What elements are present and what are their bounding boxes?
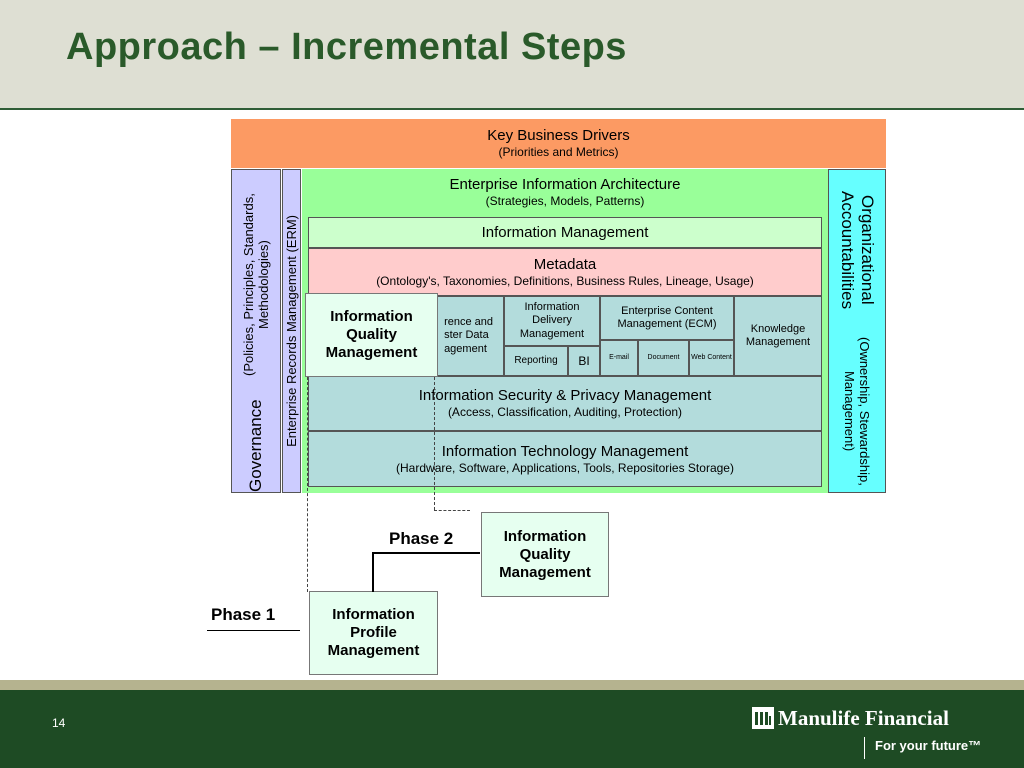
page-number: 14 [52,716,66,730]
eia-title: Enterprise Information Architecture [449,175,681,193]
security-title: Information Security & Privacy Managemen… [418,387,712,405]
bi-box: BI [568,346,600,376]
email-label: E-mail [609,353,629,361]
information-management-box: Information Management [308,217,822,248]
footer-band [0,680,1024,690]
document-label: Document [647,353,680,361]
phase-step-horizontal [372,552,480,554]
information-delivery-box: Information Delivery Management [504,296,600,346]
phase2-box-label: Information Quality Management [499,527,591,581]
security-subtitle: (Access, Classification, Auditing, Prote… [447,405,683,420]
reporting-box: Reporting [504,346,568,376]
governance-box: Governance (Policies, Principles, Standa… [231,169,281,493]
phase1-box-label: Information Profile Management [327,606,420,659]
email-box: E-mail [600,340,638,376]
phase-step-vertical [372,552,374,592]
knowledge-management-box: Knowledge Management [734,296,822,376]
dashed-connector-phase2 [434,377,435,510]
key-business-drivers-box: Key Business Drivers (Priorities and Met… [231,119,886,168]
tagline-divider [864,737,865,759]
slide-footer [0,690,1024,768]
km-title: Knowledge Management [745,322,811,348]
phase2-iqm-box: Information Quality Management [481,512,609,597]
header-divider [0,108,1024,110]
erm-box: Enterprise Records Management (ERM) [282,169,301,493]
dashed-connector-phase2-h [434,510,470,511]
phase1-ipm-box: Information Profile Management [309,591,438,675]
it-management-box: Information Technology Management (Hardw… [308,431,822,487]
ecm-box: Enterprise Content Management (ECM) [600,296,734,340]
metadata-subtitle: (Ontology's, Taxonomies, Definitions, Bu… [376,273,754,288]
web-content-box: Web Content [689,340,734,376]
rmdm-title: rence and ster Data agement [444,316,493,355]
drivers-title: Key Business Drivers [487,127,630,145]
security-privacy-box: Information Security & Privacy Managemen… [308,376,822,431]
phase2-label: Phase 2 [389,529,454,548]
idm-title: Information Delivery Management [519,301,585,340]
org-title: Organizational Accountabilities [838,191,877,310]
phase1-underline [207,630,300,631]
ecm-title: Enterprise Content Management (ECM) [617,304,717,330]
eia-subtitle: (Strategies, Models, Patterns) [485,193,645,208]
document-box: Document [638,340,689,376]
eia-header: Enterprise Information Architecture (Str… [302,172,828,212]
it-subtitle: (Hardware, Software, Applications, Tools… [396,460,734,475]
reporting-label: Reporting [514,355,558,366]
it-title: Information Technology Management [441,442,689,460]
governance-subtitle: (Policies, Principles, Standards, Method… [241,193,271,377]
slide-header [0,0,1024,108]
brand-name: Manulife Financial [778,705,949,730]
im-title: Information Management [481,223,649,241]
metadata-box: Metadata (Ontology's, Taxonomies, Defini… [308,248,822,296]
governance-title: Governance [246,399,265,492]
bi-label: BI [578,353,590,368]
org-subtitle: (Ownership, Stewardship, Management) [842,336,872,486]
web-content-label: Web Content [691,353,732,361]
tagline: For your future™ [875,738,982,753]
iqm-overlay-box: Information Quality Management [305,293,438,377]
slide-title: Approach – Incremental Steps [66,26,627,68]
iqm-overlay-title: Information Quality Management [325,308,418,361]
metadata-title: Metadata [533,255,597,273]
drivers-subtitle: (Priorities and Metrics) [498,145,619,160]
manulife-logo-icon [752,707,774,729]
erm-title: Enterprise Records Management (ERM) [284,215,299,447]
phase1-label: Phase 1 [211,605,276,624]
org-accountabilities-box: Organizational Accountabilities (Ownersh… [828,169,886,493]
dashed-connector-phase1 [307,377,308,592]
manulife-logo: Manulife Financial [752,706,949,730]
